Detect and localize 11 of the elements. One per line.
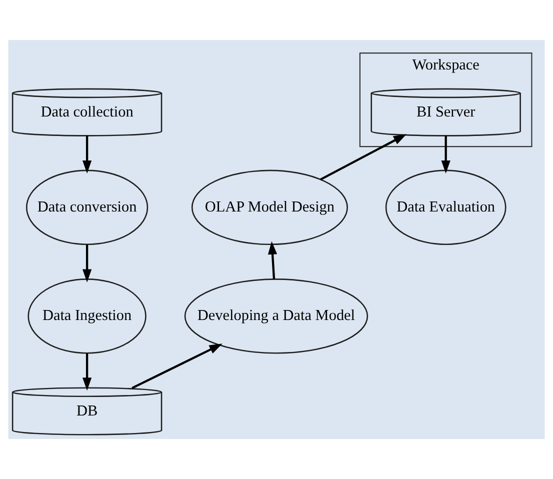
arrow	[320, 134, 407, 180]
node-ellipse: Data conversion	[26, 170, 148, 246]
arrow	[441, 136, 450, 174]
arrow	[268, 241, 278, 280]
node-ellipse: Data Evaluation	[385, 170, 506, 246]
arrow	[132, 344, 222, 390]
arrow	[82, 136, 92, 174]
node-ellipse: OLAP Model Design	[191, 170, 348, 246]
arrow	[82, 353, 92, 391]
arrow	[82, 244, 92, 282]
node-ellipse: Data Ingestion	[28, 278, 146, 354]
